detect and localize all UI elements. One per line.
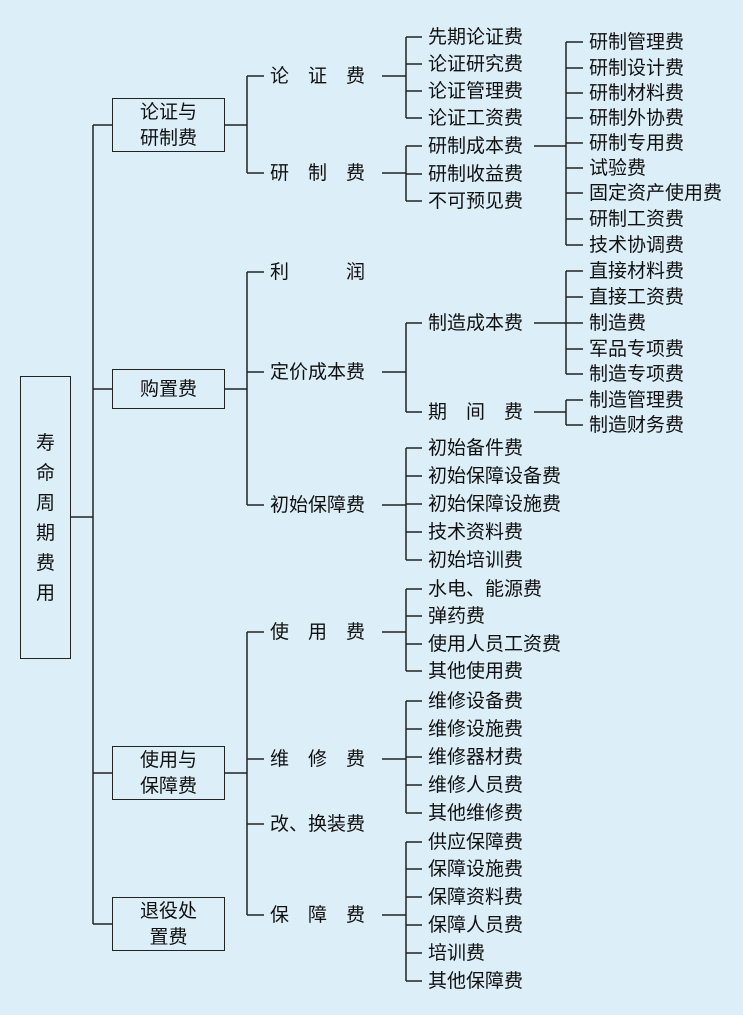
leaf-maint-facilities: 维修设施费 [428, 718, 524, 740]
leaf-maint-personnel: 维修人员费 [428, 774, 524, 796]
leaf-other-maint: 其他维修费 [428, 802, 524, 824]
subleaf-dev-materials: 研制材料费 [589, 82, 685, 104]
leaf-preliminary-demo: 先期论证费 [428, 26, 524, 48]
leaf-initial-support-equipment: 初始保障设备费 [428, 465, 562, 487]
subleaf-direct-materials: 直接材料费 [589, 260, 685, 282]
leaf-utilities-energy: 水电、能源费 [428, 578, 543, 600]
leaf-period-cost: 期 间 费 [428, 401, 524, 423]
group-label-use-support: 使用与 保障费 [139, 749, 197, 797]
group-label-disposal: 退役处 置费 [139, 900, 197, 948]
node-pricing-cost: 定价成本费 [270, 361, 366, 383]
subleaf-tech-coordination: 技术协调费 [589, 234, 685, 256]
leaf-support-facilities: 保障设施费 [428, 858, 524, 880]
node-support-fee: 保 障 费 [270, 904, 366, 926]
leaf-demo-research: 论证研究费 [428, 53, 524, 75]
leaf-maint-equipment: 维修设备费 [428, 690, 524, 712]
node-demonstration-fee: 论 证 费 [270, 65, 366, 87]
subleaf-manufacturing-special: 制造专项费 [589, 363, 685, 385]
group-box-rd: 论证与 研制费 [112, 98, 225, 152]
group-label-procurement: 购置费 [139, 378, 197, 400]
leaf-demo-wages: 论证工资费 [428, 107, 524, 129]
subleaf-dev-design: 研制设计费 [589, 57, 685, 79]
leaf-initial-spares: 初始备件费 [428, 437, 524, 459]
leaf-technical-data: 技术资料费 [428, 521, 524, 543]
leaf-training: 培训费 [428, 942, 486, 964]
subleaf-dev-outsourcing: 研制外协费 [589, 107, 685, 129]
node-profit: 利 润 [270, 261, 366, 283]
node-maintenance-fee: 维 修 费 [270, 748, 366, 770]
leaf-operator-wages: 使用人员工资费 [428, 633, 562, 655]
node-initial-support: 初始保障费 [270, 494, 366, 516]
subleaf-manufacturing: 制造费 [589, 312, 647, 334]
leaf-support-personnel: 保障人员费 [428, 914, 524, 936]
node-development-fee: 研 制 费 [270, 162, 366, 184]
subleaf-dev-wages: 研制工资费 [589, 208, 685, 230]
leaf-ammunition: 弹药费 [428, 605, 486, 627]
node-usage-fee: 使 用 费 [270, 621, 366, 643]
leaf-supply-support: 供应保障费 [428, 831, 524, 853]
group-box-use-support: 使用与 保障费 [112, 746, 225, 800]
subleaf-testing: 试验费 [589, 157, 647, 179]
subleaf-fixed-assets: 固定资产使用费 [589, 182, 723, 204]
subleaf-military-special: 军品专项费 [589, 338, 685, 360]
group-box-procurement: 购置费 [112, 369, 225, 409]
node-refit-fee: 改、换装费 [270, 813, 366, 835]
subleaf-dev-management: 研制管理费 [589, 31, 685, 53]
leaf-dev-cost: 研制成本费 [428, 135, 524, 157]
subleaf-dev-special: 研制专用费 [589, 132, 685, 154]
root-label: 寿 命 周 期 费 用 [35, 431, 55, 604]
leaf-manufacturing-cost: 制造成本费 [428, 312, 524, 334]
leaf-support-data: 保障资料费 [428, 886, 524, 908]
leaf-demo-management: 论证管理费 [428, 80, 524, 102]
leaf-other-support: 其他保障费 [428, 970, 524, 992]
root-box-lifecycle-cost: 寿 命 周 期 费 用 [20, 376, 71, 659]
leaf-initial-support-facilities: 初始保障设施费 [428, 493, 562, 515]
leaf-maint-materials: 维修器材费 [428, 746, 524, 768]
leaf-contingency: 不可预见费 [428, 190, 524, 212]
leaf-initial-training: 初始培训费 [428, 549, 524, 571]
subleaf-manufacturing-finance: 制造财务费 [589, 414, 685, 436]
subleaf-manufacturing-management: 制造管理费 [589, 389, 685, 411]
subleaf-direct-wages: 直接工资费 [589, 286, 685, 308]
group-box-disposal: 退役处 置费 [112, 897, 225, 951]
leaf-other-usage: 其他使用费 [428, 660, 524, 682]
leaf-dev-revenue: 研制收益费 [428, 163, 524, 185]
group-label-rd: 论证与 研制费 [139, 101, 197, 149]
